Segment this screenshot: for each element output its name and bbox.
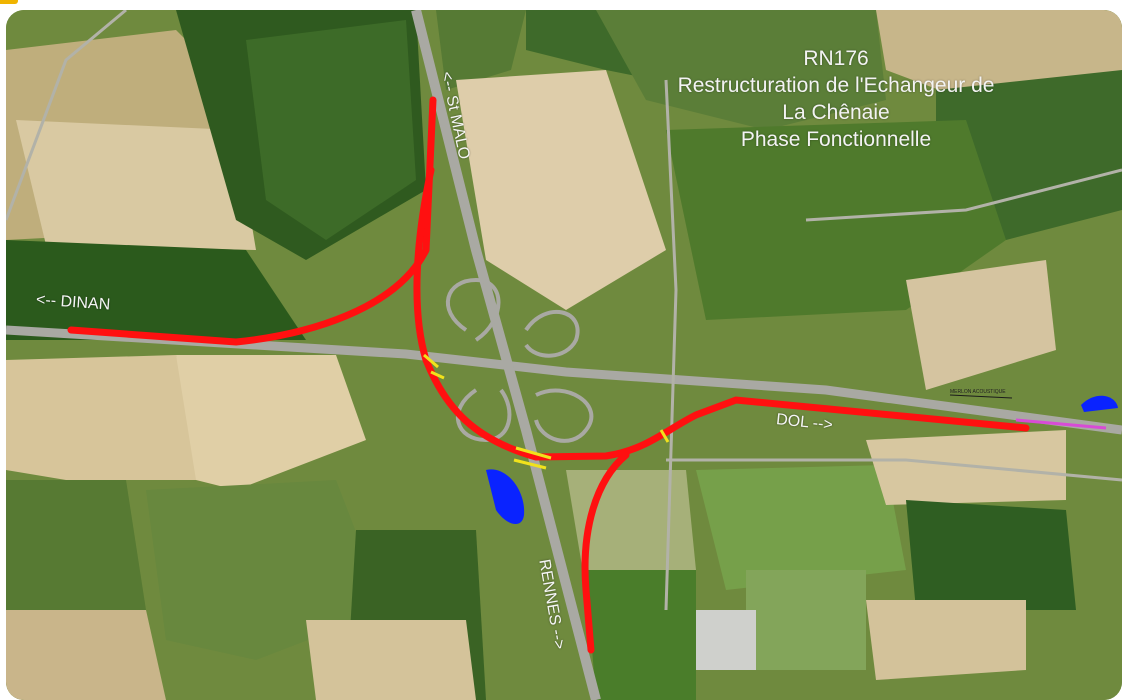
field-light [16,120,256,250]
field-south-green [696,465,906,590]
map-canvas [6,10,1122,700]
existing-road-north-south [411,10,601,700]
proposed-road-rennes [581,451,630,654]
proposed-road-dol [413,166,1030,461]
field-se-dark [906,500,1076,610]
marker-yellow-west [423,353,439,369]
title-line-1: RN176 [803,47,869,70]
field-bottom-green [746,570,866,670]
marker-yellow-south [515,446,552,460]
map-title: RN176 Restructuration de l'Echangeur de … [601,45,1071,153]
label-acoustic-barrier: MERLON ACOUSTIQUE [950,389,1006,395]
existing-loop-se [534,388,594,443]
field-sw-beige [6,355,206,480]
retention-basin-east [1081,395,1118,412]
field-sw-tan [176,355,366,490]
field-bottom-tan [306,620,476,700]
field-se-tan [866,600,1026,680]
existing-loop-ne [524,310,580,358]
minor-road-center [664,79,678,611]
field-east-beige [906,260,1056,390]
minor-road-west [6,10,127,221]
title-line-3: La Chênaie [782,101,890,124]
field-bottom-center [586,570,696,700]
field-sw-green [6,480,146,620]
field-tan [456,70,666,310]
industrial-site [686,610,756,670]
field-center-east [666,120,1006,320]
corner-accent [0,0,18,4]
field-se-beige [866,430,1066,505]
marker-yellow-west-2 [430,370,445,380]
acoustic-barrier-line [1015,418,1107,430]
barrier-label-leader [949,394,1013,399]
existing-loop-nw [445,277,501,342]
title-line-4: Phase Fonctionnelle [740,128,932,151]
aerial-map[interactable]: RN176 Restructuration de l'Echangeur de … [6,10,1122,700]
title-line-2: Restructuration de l'Echangeur de [677,74,995,97]
field-green [436,10,526,90]
minor-road-south [666,458,1122,482]
retention-basin-south [486,469,525,525]
existing-loop-sw [455,388,512,443]
field-striped [246,20,416,240]
field-village [146,480,386,660]
marker-yellow-east [659,429,670,443]
marker-yellow-south-2 [513,458,547,470]
minor-road-north-east [805,168,1122,222]
field-ne [596,10,886,130]
existing-road-east-west [6,325,1122,435]
field-sw-bottom [6,610,166,700]
field-dinan [6,240,306,340]
